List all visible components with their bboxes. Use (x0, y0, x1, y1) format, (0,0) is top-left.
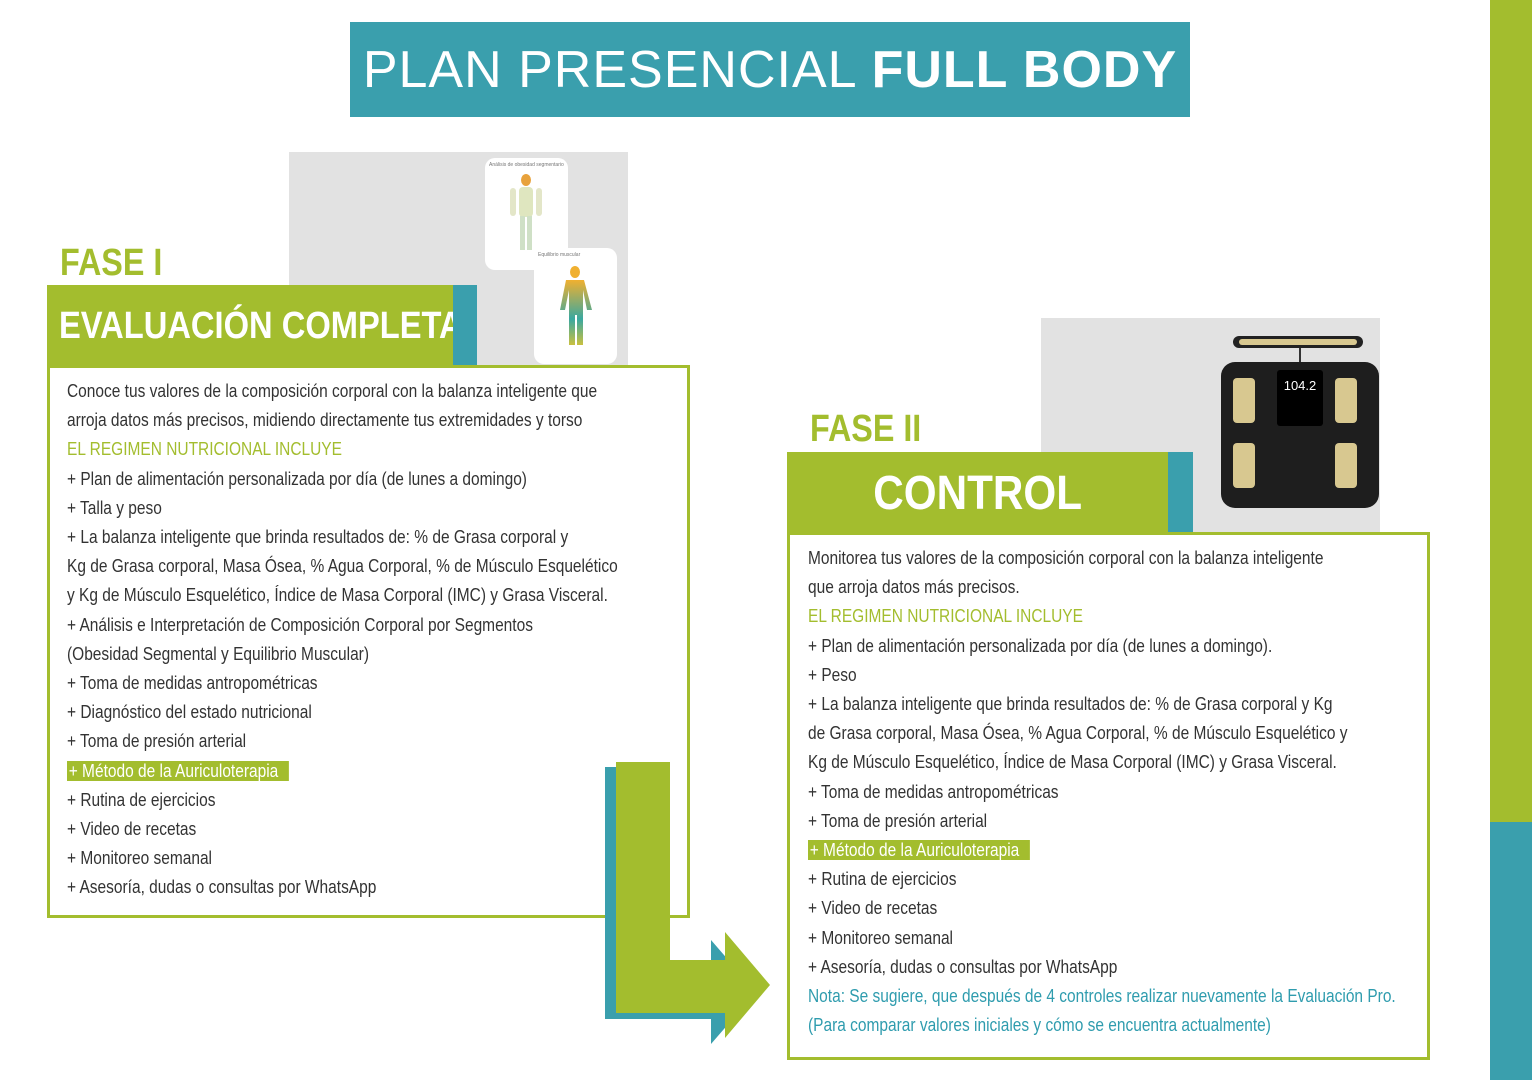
list-item: + Rutina de ejercicios (67, 789, 216, 810)
list-item: + La balanza inteligente que brinda resu… (67, 527, 569, 548)
text-line: + Asesoría, dudas o consultas por WhatsA… (808, 953, 1454, 982)
highlighted-item: + Método de la Auriculoterapia (67, 760, 289, 781)
text-line: + Plan de alimentación personalizada por… (67, 465, 713, 494)
list-item: + Plan de alimentación personalizada por… (67, 468, 527, 489)
list-item: + La balanza inteligente que brinda resu… (808, 694, 1333, 715)
smart-scale-icon: 104.2 (1221, 336, 1379, 508)
muscle-balance-card: Equilibrio muscular (534, 248, 617, 364)
intro-line: Monitorea tus valores de la composición … (808, 548, 1324, 568)
title-light: PLAN PRESENCIAL (362, 40, 858, 99)
side-strip-teal (1490, 822, 1532, 1080)
list-item: (Obesidad Segmental y Equilibrio Muscula… (67, 643, 370, 664)
text-line: + Método de la Auriculoterapia (67, 757, 713, 786)
list-item: + Asesoría, dudas o consultas por WhatsA… (808, 956, 1118, 977)
list-item: + Plan de alimentación personalizada por… (808, 635, 1273, 656)
text-line: + Toma de medidas antropométricas (808, 778, 1454, 807)
phase2-banner-text: CONTROL (873, 467, 1082, 520)
text-line: + Rutina de ejercicios (808, 865, 1454, 894)
card-title: Análisis de obesidad segmentario (489, 162, 564, 168)
text-line: + Toma de presión arterial (808, 807, 1454, 836)
text-line: Conoce tus valores de la composición cor… (67, 377, 713, 406)
list-item: + Video de recetas (808, 898, 938, 919)
list-item: + Toma de presión arterial (808, 810, 988, 831)
phase1-banner: EVALUACIÓN COMPLETA (47, 285, 463, 367)
intro-line: Conoce tus valores de la composición cor… (67, 381, 598, 401)
text-line: EL REGIMEN NUTRICIONAL INCLUYE (67, 435, 713, 464)
phase2-text: Monitorea tus valores de la composición … (808, 544, 1454, 1040)
list-item: + Diagnóstico del estado nutricional (67, 702, 312, 723)
text-line: + La balanza inteligente que brinda resu… (67, 523, 713, 552)
text-line: + Peso (808, 661, 1454, 690)
list-item: Kg de Músculo Esquelético, Índice de Mas… (808, 752, 1337, 773)
list-item: + Monitoreo semanal (67, 848, 212, 869)
list-item: + Video de recetas (67, 819, 197, 840)
text-line: + Asesoría, dudas o consultas por WhatsA… (67, 873, 713, 902)
text-line: + La balanza inteligente que brinda resu… (808, 690, 1454, 719)
text-line: Monitorea tus valores de la composición … (808, 544, 1454, 573)
side-strip-green (1490, 0, 1532, 822)
arrow-icon (605, 762, 770, 1044)
text-line: + Toma de medidas antropométricas (67, 669, 713, 698)
phase2-box: Monitorea tus valores de la composición … (787, 532, 1430, 1060)
text-line: + Diagnóstico del estado nutricional (67, 698, 713, 727)
text-line: + Monitoreo semanal (808, 924, 1454, 953)
list-item: + Monitoreo semanal (808, 927, 953, 948)
text-line: + Video de recetas (67, 815, 713, 844)
list-item: y Kg de Músculo Esquelético, Índice de M… (67, 585, 608, 606)
text-line: (Para comparar valores iniciales y cómo … (808, 1011, 1454, 1040)
text-line: Kg de Músculo Esquelético, Índice de Mas… (808, 748, 1454, 777)
phase1-banner-text: EVALUACIÓN COMPLETA (59, 304, 463, 347)
smart-scale-image: 104.2 (1041, 318, 1380, 535)
list-item: + Rutina de ejercicios (808, 869, 957, 890)
text-line: (Obesidad Segmental y Equilibrio Muscula… (67, 640, 713, 669)
text-line: + Toma de presión arterial (67, 727, 713, 756)
note-line: Nota: Se sugiere, que después de 4 contr… (808, 986, 1396, 1007)
text-line: + Monitoreo semanal (67, 844, 713, 873)
intro-line: arroja datos más precisos, midiendo dire… (67, 410, 583, 431)
text-line: EL REGIMEN NUTRICIONAL INCLUYE (808, 602, 1454, 631)
phase1-box: Conoce tus valores de la composición cor… (47, 365, 690, 918)
text-line: + Video de recetas (808, 894, 1454, 923)
list-item: + Toma de presión arterial (67, 731, 247, 752)
text-line: y Kg de Músculo Esquelético, Índice de M… (67, 581, 713, 610)
text-line: + Análisis e Interpretación de Composici… (67, 611, 713, 640)
text-line: que arroja datos más precisos. (808, 573, 1454, 602)
list-item: Kg de Grasa corporal, Masa Ósea, % Agua … (67, 556, 618, 577)
phase2-banner-accent (1168, 452, 1193, 535)
segmental-obesity-card: Análisis de obesidad segmentario (485, 158, 568, 270)
phase1-text: Conoce tus valores de la composición cor… (67, 377, 713, 903)
list-item: + Análisis e Interpretación de Composici… (67, 614, 533, 635)
list-item: + Toma de medidas antropométricas (67, 673, 318, 694)
scale-display: 104.2 (1284, 378, 1317, 393)
includes-heading: EL REGIMEN NUTRICIONAL INCLUYE (808, 606, 1083, 627)
note-line: (Para comparar valores iniciales y cómo … (808, 1015, 1271, 1036)
intro-line: que arroja datos más precisos. (808, 577, 1020, 598)
text-line: + Talla y peso (67, 494, 713, 523)
body-figure-icon (510, 174, 542, 250)
phase1-banner-accent (453, 285, 477, 367)
text-line: Kg de Grasa corporal, Masa Ósea, % Agua … (67, 552, 713, 581)
phase2-label: FASE II (810, 408, 922, 450)
title-bold: FULL BODY (871, 40, 1178, 99)
text-line: + Rutina de ejercicios (67, 786, 713, 815)
text-line: Nota: Se sugiere, que después de 4 contr… (808, 982, 1454, 1011)
list-item: de Grasa corporal, Masa Ósea, % Agua Cor… (808, 723, 1348, 744)
card-title: Equilibrio muscular (538, 252, 581, 258)
text-line: + Plan de alimentación personalizada por… (808, 632, 1454, 661)
text-line: + Método de la Auriculoterapia (808, 836, 1454, 865)
body-figure-icon (560, 266, 592, 345)
list-item: + Peso (808, 664, 857, 685)
text-line: arroja datos más precisos, midiendo dire… (67, 406, 713, 435)
list-item: + Toma de medidas antropométricas (808, 781, 1059, 802)
includes-heading: EL REGIMEN NUTRICIONAL INCLUYE (67, 439, 342, 460)
phase2-banner: CONTROL (787, 452, 1168, 535)
list-item: + Talla y peso (67, 497, 162, 518)
text-line: de Grasa corporal, Masa Ósea, % Agua Cor… (808, 719, 1454, 748)
phase1-label: FASE I (60, 242, 163, 284)
list-item: + Asesoría, dudas o consultas por WhatsA… (67, 877, 377, 898)
highlighted-item: + Método de la Auriculoterapia (808, 840, 1030, 861)
